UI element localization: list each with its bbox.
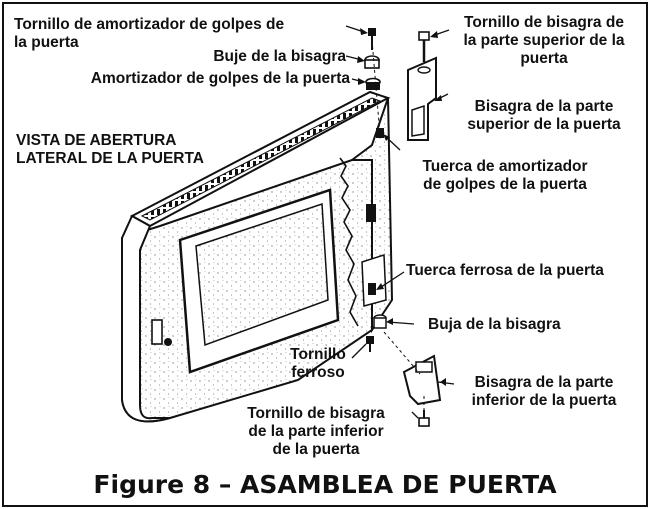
door-panel <box>121 90 394 423</box>
label-ferrous-nut: Tuerca ferrosa de la puerta <box>406 262 604 279</box>
label-top-hinge: Bisagra de la parte superior de la puert… <box>467 98 621 133</box>
top-hardware <box>364 28 437 141</box>
label-top-hinge-screw: Tornillo de bisagra de la parte superior… <box>463 14 625 67</box>
label-ferrous-screw: Tornillo ferroso <box>290 346 346 381</box>
label-bumper-nut: Tuerca de amortizador de golpes de la pu… <box>422 158 588 193</box>
leader-arrowheads <box>357 28 446 386</box>
label-bumper-screw: Tornillo de amortizador de golpes de la … <box>14 16 285 51</box>
label-hinge-bushing-top: Buje de la bisagra <box>213 48 346 65</box>
label-door-bumper: Amortizador de golpes de la puerta <box>90 70 350 87</box>
label-hinge-bushing-bottom: Buja de la bisagra <box>428 316 561 333</box>
view-title: VISTA DE ABERTURA LATERAL DE LA PUERTA <box>16 132 205 167</box>
figure-caption: Figure 8 – ASAMBLEA DE PUERTA <box>93 470 557 499</box>
bottom-hardware <box>366 283 442 427</box>
label-bottom-hinge-screw: Tornillo de bisagra de la parte inferior… <box>247 405 385 458</box>
label-bottom-hinge: Bisagra de la parte inferior de la puert… <box>471 374 617 409</box>
